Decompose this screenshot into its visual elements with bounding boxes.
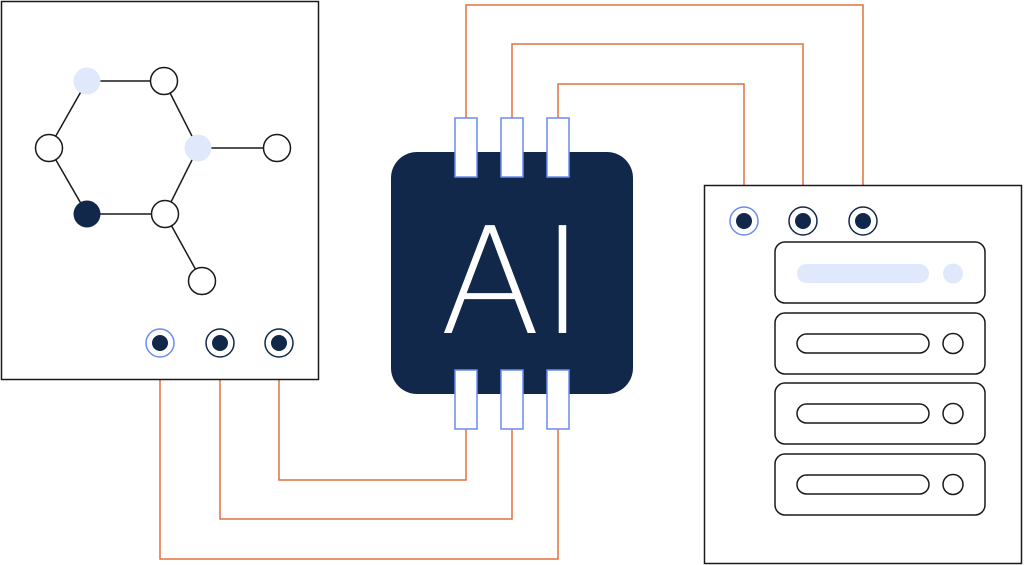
molecule-graph-panel	[0, 0, 320, 381]
rack-unit-led	[942, 473, 964, 496]
rack-unit-led	[942, 332, 964, 355]
rack-unit-active	[774, 241, 986, 304]
left-panel-frame	[0, 0, 320, 381]
rack-unit-led	[942, 402, 964, 425]
server-rack-panel	[703, 184, 1023, 565]
wire-bottom-middle	[219, 358, 513, 520]
graph-node-dark	[73, 200, 101, 228]
right-ports	[729, 206, 878, 236]
wire-bottom-outer	[159, 358, 559, 560]
graph-nodes	[34, 66, 292, 296]
rack-unit-slot	[797, 264, 929, 283]
port-normal	[788, 206, 818, 236]
port-core	[152, 335, 168, 351]
chip-body	[391, 152, 633, 394]
graph-node-light	[184, 134, 212, 162]
chip-pin	[500, 117, 524, 178]
chip-label: AI	[440, 196, 585, 368]
rack-unit-idle	[774, 312, 986, 375]
port-core	[736, 213, 752, 229]
port-highlighted	[729, 206, 759, 236]
port-normal	[205, 328, 235, 358]
chip-pin	[454, 369, 478, 430]
chip-pin	[546, 369, 570, 430]
rack-unit-idle	[774, 453, 986, 516]
port-core	[271, 335, 287, 351]
wires	[159, 4, 864, 560]
wire-bottom-inner	[278, 358, 467, 481]
chip-top-pins	[454, 117, 570, 178]
graph-node-outline	[150, 199, 180, 229]
chip-pin	[454, 117, 478, 178]
chip-bottom-pins	[454, 369, 570, 430]
wire-top-outer	[465, 4, 864, 208]
left-ports	[145, 328, 294, 358]
port-core	[855, 213, 871, 229]
graph-node-outline	[187, 266, 217, 296]
wire-top-inner	[557, 83, 745, 208]
rack-unit-slot	[796, 403, 930, 424]
rack-unit-idle	[774, 382, 986, 445]
rack-unit-led	[943, 263, 963, 284]
graph-node-light	[73, 67, 101, 95]
rack-unit-slot	[796, 333, 930, 354]
graph-node-outline	[262, 133, 292, 163]
ai-chip: AI	[391, 117, 633, 430]
port-normal	[264, 328, 294, 358]
port-core	[795, 213, 811, 229]
rack-unit-slot	[796, 474, 930, 495]
graph-node-outline	[149, 66, 179, 96]
port-core	[212, 335, 228, 351]
graph-node-outline	[34, 133, 64, 163]
port-highlighted	[145, 328, 175, 358]
chip-pin	[500, 369, 524, 430]
port-normal	[848, 206, 878, 236]
chip-pin	[546, 117, 570, 178]
rack-units	[774, 241, 986, 516]
wire-top-middle	[511, 43, 804, 208]
